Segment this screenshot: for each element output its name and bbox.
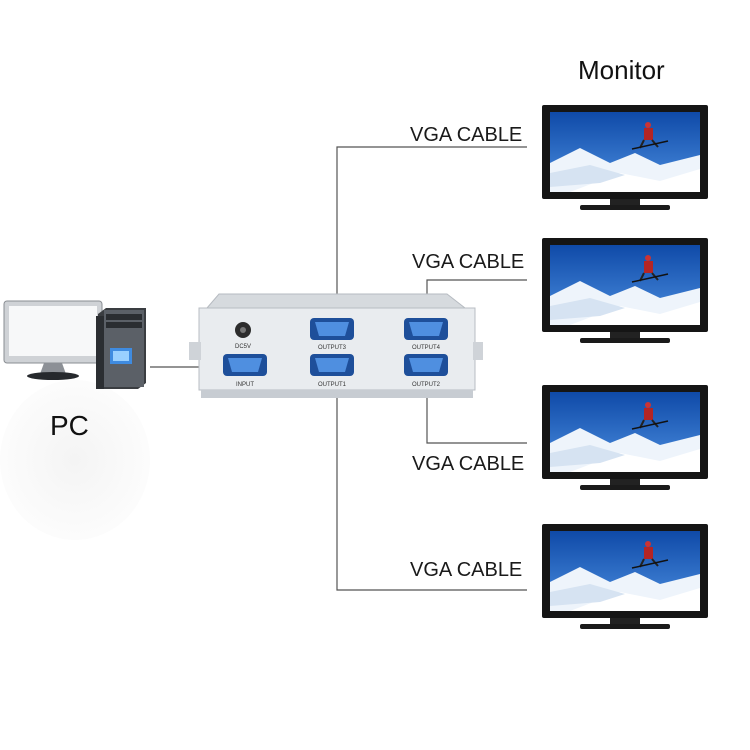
vga-port-output3 — [310, 318, 354, 340]
skier-figure — [631, 541, 669, 569]
vga-port-output2 — [404, 354, 448, 376]
pc-monitor-icon — [3, 300, 103, 380]
output2-label: OUTPUT2 — [412, 382, 441, 388]
pc-shadow — [0, 380, 150, 540]
output1-label: OUTPUT1 — [318, 382, 347, 388]
monitor-4 — [542, 524, 708, 629]
input-label: INPUT — [236, 382, 254, 388]
cable-label-2: VGA CABLE — [412, 251, 525, 273]
vga-port-input — [223, 354, 267, 376]
pc-illustration — [3, 300, 146, 389]
output3-label: OUTPUT3 — [318, 345, 347, 351]
vga-port-output1 — [310, 354, 354, 376]
output3-cable-line — [336, 146, 527, 322]
skier-figure — [631, 402, 669, 430]
output1-cable-line — [336, 378, 527, 591]
cable-label-4: VGA CABLE — [410, 559, 523, 581]
dc-label: DC5V — [235, 344, 251, 350]
output4-label: OUTPUT4 — [412, 345, 441, 351]
monitor-3 — [542, 385, 708, 490]
monitor-title: Monitor — [578, 55, 665, 85]
pc-label: PC — [50, 410, 89, 441]
cable-label-3: VGA CABLE — [412, 453, 525, 475]
dc-power-jack — [235, 322, 251, 338]
monitor-2 — [542, 238, 708, 343]
vga-splitter-device: DC5V OUTPUT3 OUTPUT4 INPUT OUTPUT1 OUTPU… — [189, 293, 483, 398]
pc-tower-icon — [96, 308, 146, 389]
vga-port-output4 — [404, 318, 448, 340]
cable-label-1: VGA CABLE — [410, 124, 523, 146]
monitor-1 — [542, 105, 708, 210]
skier-figure — [631, 122, 669, 150]
output2-cable-line — [426, 378, 527, 444]
skier-figure — [631, 255, 669, 283]
